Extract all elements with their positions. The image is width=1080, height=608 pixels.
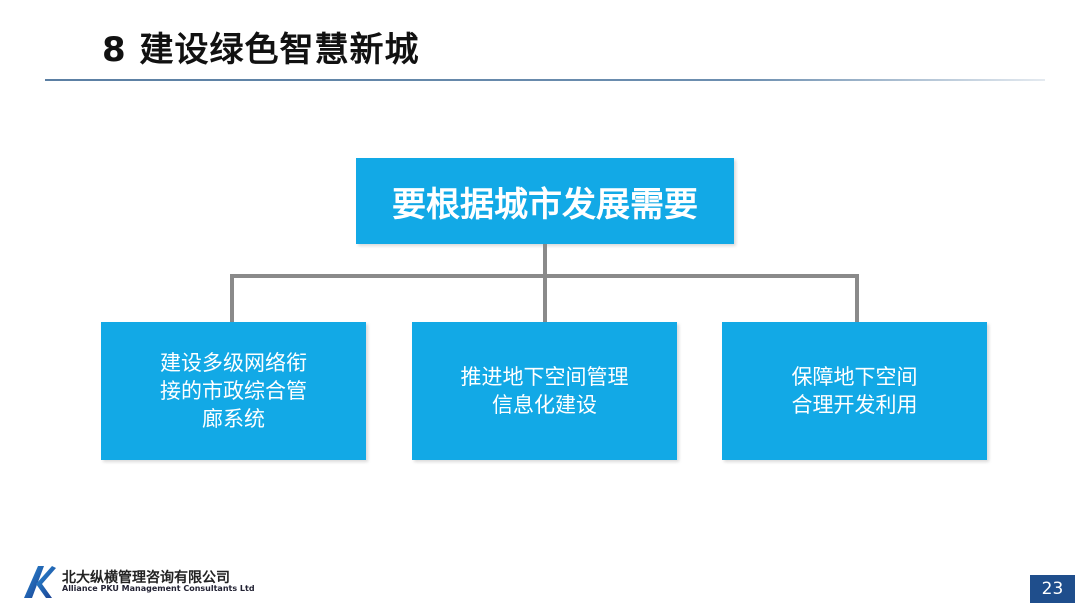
child-node-2: 推进地下空间管理信息化建设 — [412, 322, 677, 460]
node-text: 信息化建设 — [492, 393, 597, 417]
child-node-1: 建设多级网络衔接的市政综合管廊系统 — [101, 322, 366, 460]
title-divider — [45, 79, 1045, 81]
root-node: 要根据城市发展需要 — [356, 158, 734, 244]
connector-root — [543, 244, 547, 276]
company-name-en: Alliance PKU Management Consultants Ltd — [62, 584, 255, 593]
connector-right — [855, 274, 859, 322]
node-text: 推进地下空间管理 — [460, 365, 629, 389]
slide-title: 8 建设绿色智慧新城 — [102, 30, 420, 70]
connector-left — [230, 274, 234, 322]
page-number: 23 — [1030, 575, 1075, 603]
child-node-3: 保障地下空间合理开发利用 — [722, 322, 987, 460]
connector-middle — [543, 274, 547, 322]
node-text: 建设多级网络衔 — [160, 351, 307, 375]
node-text: 保障地下空间 — [791, 365, 918, 389]
node-text: 接的市政综合管 — [160, 379, 307, 403]
node-text: 廊系统 — [202, 407, 265, 431]
company-logo-icon — [24, 566, 56, 598]
node-text: 合理开发利用 — [791, 393, 918, 417]
company-name-cn: 北大纵横管理咨询有限公司 — [62, 570, 230, 586]
